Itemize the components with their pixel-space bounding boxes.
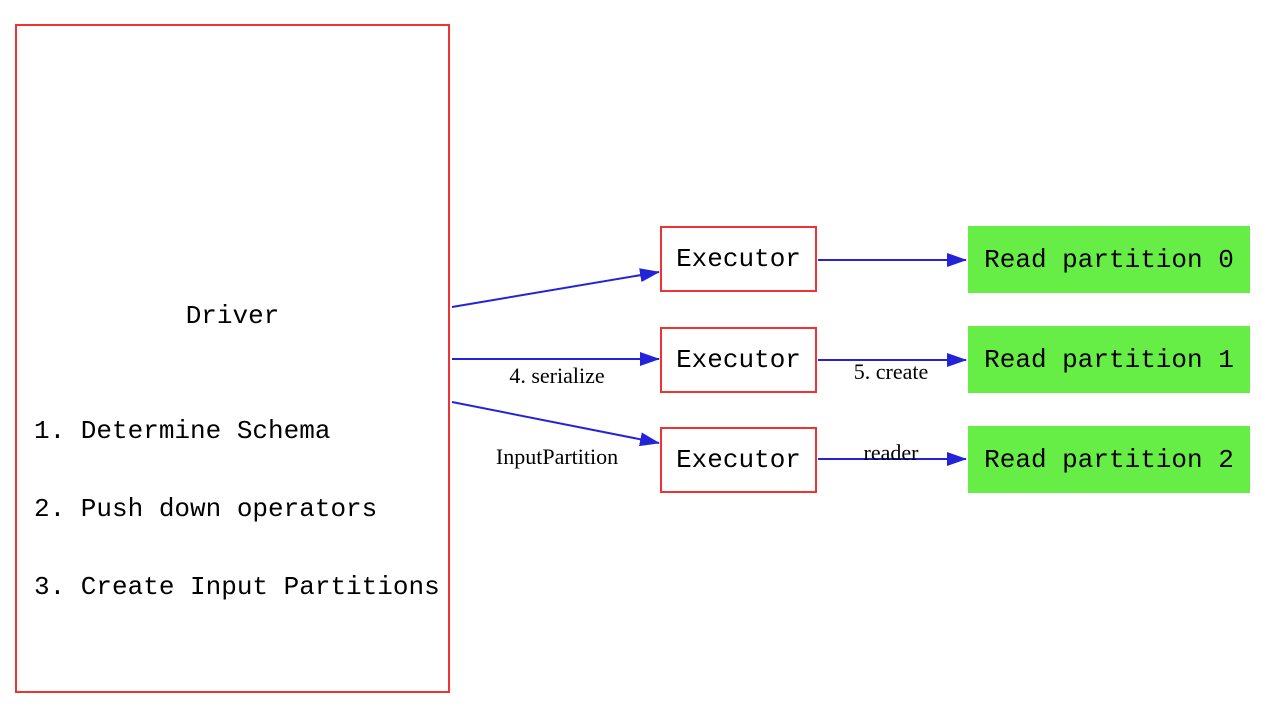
read-partition-box-2: Read partition 2 (968, 426, 1250, 493)
executor-1-label: Executor (676, 244, 801, 274)
executor-3-label: Executor (676, 445, 801, 475)
read-partition-1-label: Read partition 1 (984, 344, 1234, 375)
executor-box-3: Executor (660, 427, 817, 493)
edge-label-serialize-line-1: 4. serialize (509, 363, 605, 388)
driver-step-1: 1. Determine Schema (34, 416, 331, 446)
edge-label-serialize-line-2: InputPartition (495, 444, 619, 469)
executor-2-label: Executor (676, 345, 801, 375)
driver-box: Driver 1. Determine Schema 2. Push down … (15, 24, 450, 693)
edge-label-create-reader: 5. create reader (791, 304, 991, 520)
read-partition-box-1: Read partition 1 (968, 326, 1250, 393)
edge-label-reader-line-1: 5. create (853, 359, 929, 384)
driver-step-list: 1. Determine Schema 2. Push down operato… (34, 366, 440, 652)
driver-step-2: 2. Push down operators (34, 494, 378, 524)
read-partition-2-label: Read partition 2 (984, 444, 1234, 475)
arrow-driver-to-executor-1 (451, 268, 660, 308)
read-partition-box-0: Read partition 0 (968, 226, 1250, 293)
read-partition-0-label: Read partition 0 (984, 244, 1234, 275)
edge-label-serialize-inputpartition: 4. serialize InputPartition (437, 308, 677, 524)
edge-label-reader-line-2: reader (863, 440, 919, 465)
executor-box-2: Executor (660, 327, 817, 393)
driver-title: Driver (185, 301, 280, 331)
driver-step-3: 3. Create Input Partitions (34, 572, 440, 602)
executor-box-1: Executor (660, 226, 817, 292)
